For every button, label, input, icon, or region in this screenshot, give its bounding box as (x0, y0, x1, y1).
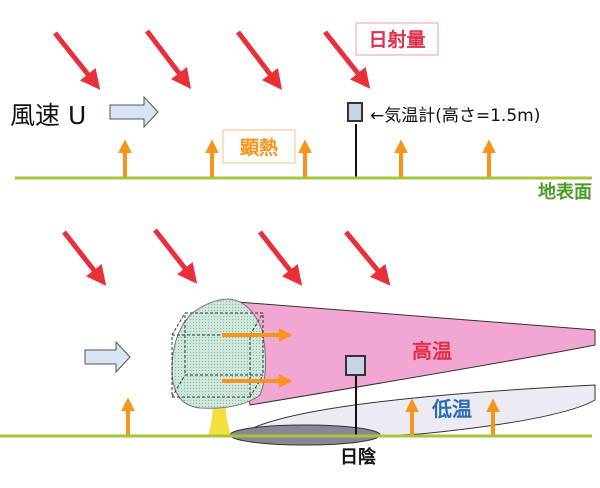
solar-radiation-arrows (62, 228, 391, 286)
solar-arrow (258, 230, 303, 286)
ground-label: 地表面 (538, 181, 592, 203)
solar-arrow (236, 30, 283, 90)
dashed-cube (171, 312, 264, 398)
low-temp-zone (243, 384, 596, 437)
solar-arrow (153, 228, 198, 284)
high-temp-zone (237, 301, 596, 406)
thermometer-icon (347, 102, 363, 122)
solar-label: 日射量 (368, 28, 425, 51)
horizontal-heat-arrows (222, 328, 293, 388)
sensible-heat-label-box (222, 129, 296, 164)
sensible-heat-arrows (121, 397, 500, 435)
thermometer-icon (345, 355, 366, 376)
sensible-heat-arrows (118, 139, 496, 177)
solar-arrow (145, 29, 192, 89)
solar-radiation-arrows (53, 29, 371, 90)
thermometer-label: ←気温計(高さ=1.5m) (370, 106, 540, 126)
bottom-panel: 高温 低温 日陰 (0, 228, 596, 468)
high-temp-label: 高温 (412, 339, 452, 363)
wind-arrow-icon (109, 95, 159, 129)
wind-label: 風速 U (10, 101, 86, 130)
shade-label: 日陰 (340, 446, 377, 468)
solar-arrow (344, 230, 391, 286)
tree-crown (171, 298, 267, 409)
solar-arrow (62, 230, 107, 286)
solar-arrow (53, 31, 101, 90)
low-temp-label: 低温 (431, 397, 472, 421)
wind-arrow-icon (84, 340, 131, 374)
sensible-heat-label: 顕熱 (240, 136, 278, 159)
solar-label-box (355, 22, 439, 56)
top-panel: 日射量 風速 U 顕熱 ←気温計(高さ=1.5m) 地表面 (10, 22, 592, 203)
solar-arrow (323, 30, 371, 89)
